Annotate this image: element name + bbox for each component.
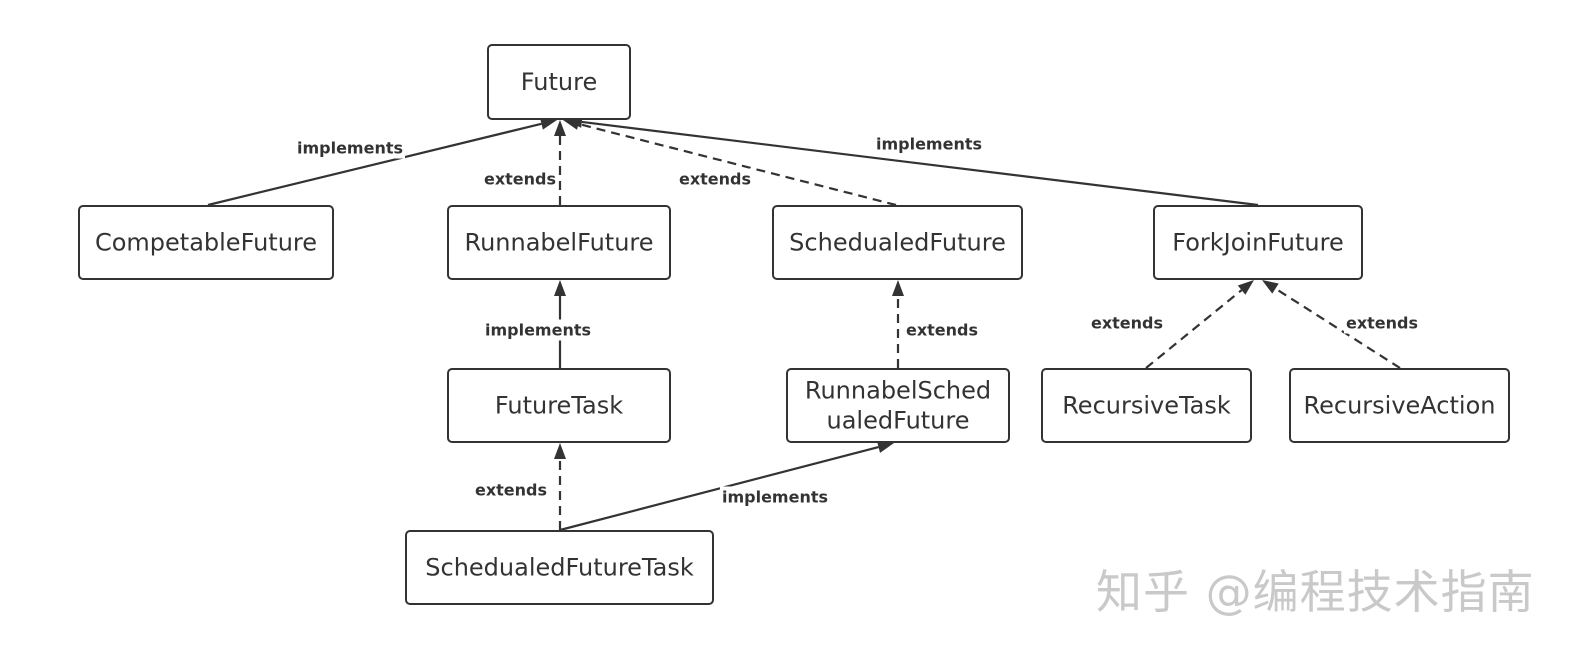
edge-label-background xyxy=(903,319,981,341)
edge-label-background xyxy=(294,137,406,159)
class-node-label: CompetableFuture xyxy=(95,229,317,257)
class-node-futuretask[interactable]: FutureTask xyxy=(447,368,671,443)
edge-label-schedualed-future: extends xyxy=(676,168,754,190)
edge-label-text: extends xyxy=(475,481,547,500)
edge-runnabelsched-schedualed xyxy=(892,280,904,368)
class-node-box xyxy=(487,44,631,120)
class-node-box xyxy=(447,368,671,443)
edge-label-text: extends xyxy=(1091,314,1163,333)
class-node-recursivetask[interactable]: RecursiveTask xyxy=(1041,368,1252,443)
edges-layer xyxy=(207,115,1401,532)
edge-label-background xyxy=(676,168,754,190)
dashed-connector xyxy=(1274,287,1401,369)
edge-label-background xyxy=(873,133,985,155)
edge-label-background xyxy=(482,319,594,341)
edge-label-text: implements xyxy=(297,139,403,158)
class-node-runnabel[interactable]: RunnabelFuture xyxy=(447,205,671,280)
edge-label-text: extends xyxy=(679,170,751,189)
class-node-box xyxy=(1041,368,1252,443)
class-node-box xyxy=(78,205,334,280)
class-node-label: FutureTask xyxy=(495,392,623,420)
class-node-future[interactable]: Future xyxy=(487,44,631,120)
edge-label-background xyxy=(719,486,831,508)
class-node-box xyxy=(1153,205,1363,280)
edge-forkjoin-future xyxy=(566,115,1259,207)
class-node-label: RunnabelFuture xyxy=(464,229,653,257)
class-node-label: SchedualedFutureTask xyxy=(425,554,694,582)
solid-connector xyxy=(207,122,542,207)
edge-label-recursiveaction-forkjoin: extends xyxy=(1343,312,1421,334)
class-node-box xyxy=(1289,368,1510,443)
edge-label-text: implements xyxy=(876,135,982,154)
dashed-connector xyxy=(578,122,897,207)
class-node-label: SchedualedFuture xyxy=(789,229,1006,257)
edge-label-text: implements xyxy=(485,321,591,340)
edge-label-background xyxy=(1343,312,1421,334)
edge-runnabel-future xyxy=(554,120,566,205)
class-node-label: RunnabelSched xyxy=(805,377,991,405)
class-node-box xyxy=(772,205,1023,280)
edge-label-background xyxy=(472,479,550,501)
arrow-head-icon xyxy=(554,443,566,459)
edge-recursivetask-forkjoin xyxy=(1145,280,1254,369)
solid-connector xyxy=(581,120,1259,207)
edge-label-runnabelsched-schedualed: extends xyxy=(903,319,981,341)
edge-label-text: extends xyxy=(906,321,978,340)
edge-competable-future xyxy=(207,117,557,207)
solid-connector xyxy=(559,445,879,532)
edge-label-schedtask-runnabelsched: implements xyxy=(719,486,831,508)
arrow-head-icon xyxy=(540,117,557,130)
arrow-head-icon xyxy=(877,441,894,453)
edge-label-schedtask-futuretask: extends xyxy=(472,479,550,501)
edge-recursiveaction-forkjoin xyxy=(1262,280,1401,369)
class-node-schedualed[interactable]: SchedualedFuture xyxy=(772,205,1023,280)
edge-label-recursivetask-forkjoin: extends xyxy=(1088,312,1166,334)
class-node-label: Future xyxy=(521,68,597,96)
class-node-box xyxy=(786,368,1010,443)
edge-label-futuretask-runnabel: implements xyxy=(482,319,594,341)
edge-label-forkjoin-future: implements xyxy=(873,133,985,155)
edge-schedtask-futuretask xyxy=(554,443,566,530)
edge-label-background xyxy=(1088,312,1166,334)
class-node-box xyxy=(405,530,714,605)
arrow-head-icon xyxy=(554,120,566,136)
edge-schedualed-future xyxy=(563,118,897,207)
class-node-label: RecursiveTask xyxy=(1062,392,1231,420)
class-node-label: ForkJoinFuture xyxy=(1172,229,1343,257)
class-node-box xyxy=(447,205,671,280)
watermark-text: 知乎 @编程技术指南 xyxy=(1096,565,1535,619)
edge-label-competable-future: implements xyxy=(294,137,406,159)
edge-label-text: extends xyxy=(484,170,556,189)
arrow-head-icon xyxy=(1262,280,1279,294)
edge-label-runnabel-future: extends xyxy=(481,168,559,190)
dashed-connector xyxy=(1145,289,1243,369)
edge-label-text: implements xyxy=(722,488,828,507)
arrow-head-icon xyxy=(1237,280,1254,295)
arrow-head-icon xyxy=(554,280,566,296)
class-node-competable[interactable]: CompetableFuture xyxy=(78,205,334,280)
class-node-label: RecursiveAction xyxy=(1304,392,1496,420)
class-node-schedtask[interactable]: SchedualedFutureTask xyxy=(405,530,714,605)
edge-labels-layer: implements extends extends implements implem… xyxy=(294,133,1421,508)
arrow-head-icon xyxy=(892,280,904,296)
edge-schedtask-runnabelsched xyxy=(559,441,894,532)
class-node-forkjoin[interactable]: ForkJoinFuture xyxy=(1153,205,1363,280)
edge-label-background xyxy=(481,168,559,190)
class-node-label: ualedFuture xyxy=(826,407,969,435)
class-node-recursiveaction[interactable]: RecursiveAction xyxy=(1289,368,1510,443)
edge-label-text: extends xyxy=(1346,314,1418,333)
